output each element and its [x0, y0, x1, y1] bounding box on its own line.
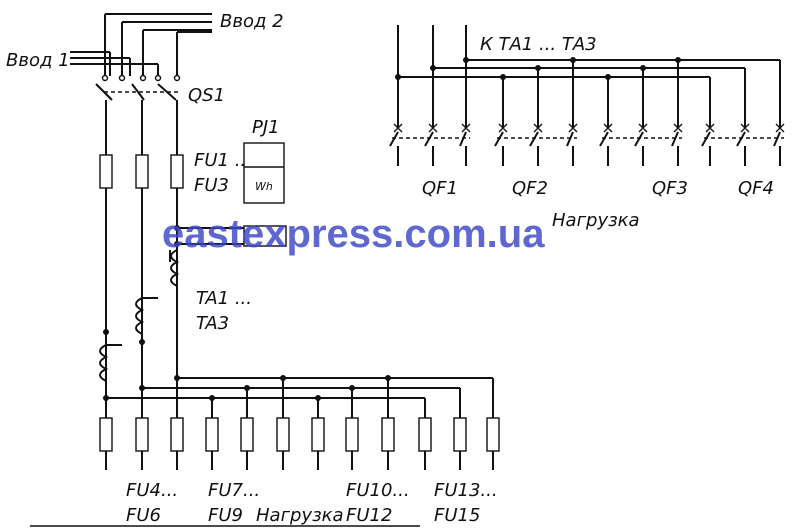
lower-bus — [103, 375, 493, 401]
label-input-1: Ввод 1 — [6, 50, 70, 71]
switch-qs1 — [95, 74, 181, 101]
label-qf2: QF2 — [512, 178, 548, 199]
label-ta1: TA1 ... — [196, 288, 252, 309]
meter-current-coil — [174, 225, 287, 247]
label-ta3: TA3 — [196, 313, 229, 334]
label-fu3: FU3 — [194, 175, 229, 196]
label-fu1: FU1 ... — [194, 150, 252, 171]
label-fu7: FU7... — [208, 480, 260, 501]
label-fu15: FU15 — [434, 505, 480, 526]
label-qf4: QF4 — [738, 178, 774, 199]
label-load-bottom: Нагрузка — [256, 505, 344, 526]
label-fu6: FU6 — [126, 505, 161, 526]
lower-fuse-drops — [99, 378, 500, 470]
label-pj1: PJ1 — [252, 117, 280, 138]
breaker-panel — [389, 25, 785, 166]
label-input-2: Ввод 2 — [220, 11, 284, 32]
label-load-top: Нагрузка — [552, 210, 640, 231]
label-fu10: FU10... — [346, 480, 410, 501]
label-qs1: QS1 — [188, 85, 225, 106]
label-fu9: FU9 — [208, 505, 243, 526]
input-2-feeder — [104, 13, 212, 76]
fuses-fu1-fu3 — [99, 154, 184, 189]
input-3-stub — [176, 31, 212, 76]
current-transformers — [99, 249, 180, 382]
breaker-contacts — [389, 123, 785, 166]
watermark-text: eastexpress.com.ua — [162, 212, 545, 256]
meter-pj1 — [243, 142, 285, 204]
label-fu4: FU4... — [126, 480, 178, 501]
label-qf1: QF1 — [422, 178, 458, 199]
label-fu13: FU13... — [434, 480, 498, 501]
label-qf3: QF3 — [652, 178, 688, 199]
label-wh: Wh — [255, 180, 273, 193]
label-to-ta: К ТА1 ... ТА3 — [480, 34, 597, 55]
input-1-feeder — [70, 51, 159, 76]
label-fu12: FU12 — [346, 505, 392, 526]
